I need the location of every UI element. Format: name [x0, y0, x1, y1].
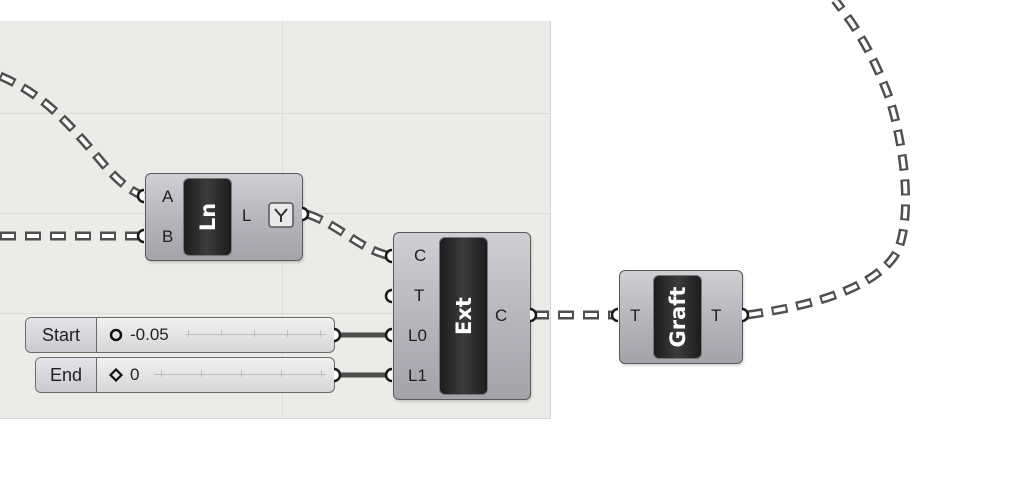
line-component[interactable]: A B Ln L	[145, 173, 303, 261]
extend-component[interactable]: C T L0 L1 Ext C	[393, 232, 531, 400]
ln-nickname: Ln	[195, 202, 220, 232]
wire-ln-to-ext[interactable]	[305, 209, 393, 261]
wire-to-ln-a[interactable]	[0, 71, 145, 201]
graft-nickname-block[interactable]: Graft	[653, 275, 702, 359]
graft-component[interactable]: T Graft T	[619, 270, 743, 364]
integer-marker-icon	[109, 368, 123, 382]
start-slider-label: Start	[26, 318, 97, 352]
end-slider-track[interactable]	[154, 374, 326, 375]
ln-output-l[interactable]: L	[242, 206, 252, 225]
ext-nickname: Ext	[451, 297, 476, 335]
slider-tick	[241, 370, 242, 377]
end-slider[interactable]: End 0	[35, 357, 335, 393]
slider-tick	[201, 370, 202, 377]
slider-tick	[188, 330, 189, 337]
slider-tick	[287, 330, 288, 337]
ln-input-a[interactable]: A	[162, 187, 174, 206]
slider-tick	[320, 330, 321, 337]
wire-to-ln-a-inner	[0, 74, 144, 198]
start-slider-value: -0.05	[130, 325, 169, 344]
wire-graft-out[interactable]	[746, 0, 911, 320]
wire-graft-out-inner	[746, 0, 908, 317]
start-slider[interactable]: Start -0.05	[25, 317, 335, 353]
graft-nickname: Graft	[665, 286, 690, 348]
end-slider-label: End	[36, 358, 97, 392]
ext-input-c[interactable]: C	[414, 246, 427, 265]
graft-input-t[interactable]: T	[630, 306, 641, 325]
slider-tick	[254, 330, 255, 337]
ext-nickname-block[interactable]: Ext	[439, 237, 488, 395]
wire-ln-to-ext-inner	[306, 212, 392, 258]
start-slider-track[interactable]	[186, 334, 326, 335]
slider-tick	[281, 370, 282, 377]
ln-input-b[interactable]: B	[162, 227, 174, 246]
ext-input-t[interactable]: T	[414, 286, 425, 305]
end-slider-value: 0	[130, 365, 140, 384]
ext-input-l1[interactable]: L1	[408, 366, 427, 385]
ext-output-c[interactable]: C	[495, 306, 508, 325]
ext-input-l0[interactable]: L0	[408, 326, 427, 345]
slider-tick	[321, 370, 322, 377]
grid-line	[0, 313, 550, 314]
slider-tick	[221, 330, 222, 337]
graft-output-t[interactable]: T	[711, 306, 722, 325]
grid-line	[0, 113, 550, 114]
slider-tick	[161, 370, 162, 377]
ln-nickname-block[interactable]: Ln	[183, 178, 232, 256]
float-marker-icon	[109, 328, 123, 342]
graft-flag-icon	[268, 202, 294, 228]
